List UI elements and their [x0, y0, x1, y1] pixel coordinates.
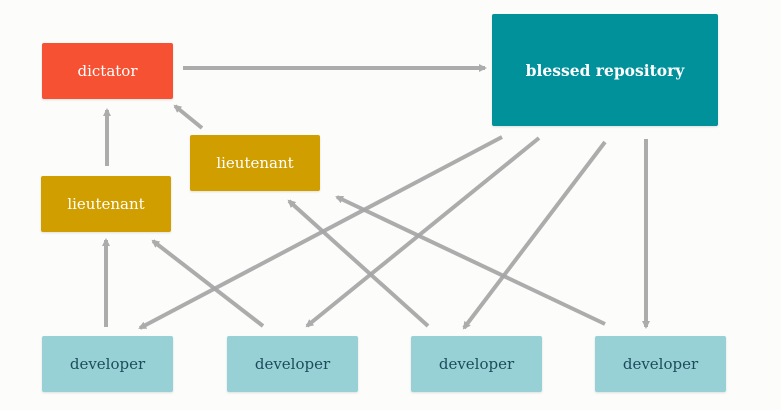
arrow-lieutenant-middle-to-dictator	[173, 104, 204, 130]
lieutenant-middle-node: lieutenant	[190, 135, 320, 191]
developer-label-4: developer	[622, 355, 699, 373]
developer-label-3: developer	[438, 355, 515, 373]
developer-label-2: developer	[254, 355, 331, 373]
lieutenant-left-node: lieutenant	[41, 176, 171, 232]
developer-node-3: developer	[411, 336, 542, 392]
arrow-blessed-repository-to-developer-1	[138, 135, 503, 330]
arrow-developer-4-to-lieutenant-middle	[335, 195, 606, 326]
dictator-label: dictator	[77, 62, 138, 80]
developer-node-1: developer	[42, 336, 173, 392]
arrow-developer-2-to-lieutenant-left	[151, 239, 265, 328]
developer-node-4: developer	[595, 336, 726, 392]
lieutenant-left-label: lieutenant	[67, 195, 145, 213]
blessed-repository-label: blessed repository	[525, 60, 685, 80]
blessed-repository-node: blessed repository	[492, 14, 718, 126]
dictator-node: dictator	[42, 43, 173, 99]
developer-node-2: developer	[227, 336, 358, 392]
lieutenant-middle-label: lieutenant	[216, 154, 294, 172]
developer-label-1: developer	[69, 355, 146, 373]
arrow-blessed-repository-to-developer-3	[462, 140, 607, 330]
arrow-developer-3-to-lieutenant-middle	[287, 199, 430, 328]
arrow-blessed-repository-to-developer-2	[305, 136, 541, 328]
